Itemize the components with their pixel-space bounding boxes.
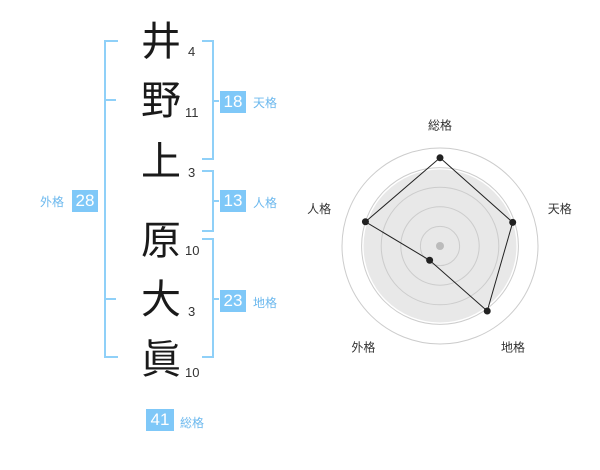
jinkaku-value: 13 — [220, 190, 246, 212]
stroke-count-4: 10 — [185, 243, 200, 258]
stroke-count-1: 4 — [188, 44, 196, 59]
radar-axis-label-2: 天格 — [548, 201, 572, 216]
radar-axis-label-5: 人格 — [307, 201, 331, 216]
radar-axis-label-1: 総格 — [428, 118, 452, 133]
stroke-count-3: 3 — [188, 165, 196, 180]
gaikaku-value: 28 — [72, 190, 98, 212]
soukaku-value: 41 — [146, 409, 174, 431]
radar-ring — [380, 186, 500, 306]
radar-ring — [419, 225, 461, 267]
gaikaku-tick — [104, 99, 116, 101]
radar-center-dot — [436, 242, 444, 250]
gaikaku-tick — [104, 298, 116, 300]
gaikaku-bracket — [104, 40, 118, 358]
chikaku-label: 地格 — [253, 296, 278, 310]
radar-point-4 — [426, 256, 434, 264]
name-char-2: 野 — [141, 78, 181, 124]
stroke-count-2: 11 — [185, 105, 199, 120]
name-char-1: 井 — [141, 19, 181, 65]
name-char-4: 原 — [141, 218, 181, 264]
gaikaku-label: 外格 — [40, 195, 65, 209]
tenkaku-value: 18 — [220, 91, 246, 113]
name-char-3: 上 — [141, 139, 181, 185]
tenkaku-label: 天格 — [253, 96, 278, 110]
radar-ring — [341, 147, 539, 345]
chikaku-value: 23 — [220, 290, 246, 312]
radar-ring — [361, 167, 519, 325]
tenkaku-tick — [213, 100, 219, 102]
radar-point-2 — [509, 218, 517, 226]
radar-series-line — [364, 157, 514, 312]
radar-axis-label-4: 外格 — [351, 339, 375, 354]
stroke-count-6: 10 — [185, 365, 200, 380]
chikaku-tick — [213, 298, 219, 300]
radar-ring — [400, 206, 480, 286]
stroke-count-5: 3 — [188, 304, 196, 319]
jinkaku-tick — [213, 200, 219, 202]
name-char-6: 眞 — [141, 337, 181, 383]
radar-point-3 — [483, 307, 491, 315]
radar-point-1 — [436, 154, 444, 162]
soukaku-label: 総格 — [180, 416, 205, 430]
radar-point-5 — [361, 218, 369, 226]
jinkaku-label: 人格 — [253, 196, 278, 210]
radar-axis-label-3: 地格 — [501, 339, 525, 354]
name-char-5: 大 — [141, 277, 181, 323]
